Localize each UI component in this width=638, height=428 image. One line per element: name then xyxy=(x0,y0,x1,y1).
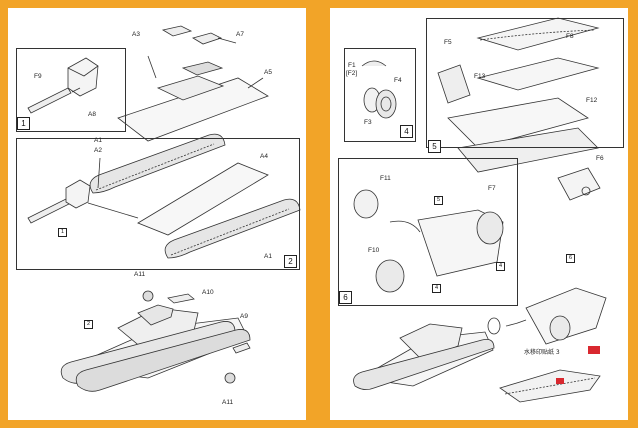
step7-ref-box: 6 xyxy=(566,254,575,263)
label-f9: F9 xyxy=(34,73,42,80)
label-a3: A3 xyxy=(132,31,140,38)
step6-ref-five: 5 xyxy=(434,196,443,205)
left-page-drawings xyxy=(27,25,301,392)
label-a4: A4 xyxy=(260,153,268,160)
left-instruction-page: 1 F9 A8 2 A3 A7 A5 A1 A2 A4 A1 1 A11 A10… xyxy=(8,8,306,420)
label-a9: A9 xyxy=(240,313,248,320)
label-a11-bottom: A11 xyxy=(222,399,234,406)
step6-frame xyxy=(338,158,518,306)
label-a1-top: A1 xyxy=(94,137,102,144)
label-f8: F8 xyxy=(566,33,574,40)
label-a5: A5 xyxy=(264,69,272,76)
decal-label: 水移印贴纸 3 xyxy=(524,349,560,356)
label-f2: [F2] xyxy=(346,70,358,77)
step4-drawing xyxy=(361,60,397,119)
label-f12: F12 xyxy=(586,97,598,104)
label-f13: F13 xyxy=(474,73,486,80)
step1-drawing xyxy=(27,57,99,114)
label-f6: F6 xyxy=(596,155,604,162)
step4-frame xyxy=(344,48,416,142)
label-f4: F4 xyxy=(394,77,402,84)
step1-frame xyxy=(16,48,126,132)
label-a1-bottom: A1 xyxy=(264,253,272,260)
watermark: онлайн xyxy=(506,400,563,417)
label-a7: A7 xyxy=(236,31,244,38)
label-f11: F11 xyxy=(380,175,391,182)
step6-number: 6 xyxy=(339,291,352,304)
step4-number: 4 xyxy=(400,125,413,138)
label-f5: F5 xyxy=(444,39,452,46)
step2-frame xyxy=(16,138,300,270)
label-f1: F1 xyxy=(348,62,356,69)
label-a11-top: A11 xyxy=(134,271,146,278)
decal-red-marker-small xyxy=(556,378,564,384)
step5-frame xyxy=(426,18,624,148)
step6-ref-four-b: 4 xyxy=(432,284,441,293)
label-f10: F10 xyxy=(368,247,380,254)
step2-drawing xyxy=(27,25,301,259)
step2-ref-box: 1 xyxy=(58,228,67,237)
step6-drawing xyxy=(353,189,504,293)
step7-drawing xyxy=(353,287,607,403)
decal-red-marker xyxy=(588,346,600,354)
right-instruction-page: 4 F1 [F2] F4 F3 5 F5 F8 F13 F12 F6 F7 6 … xyxy=(330,8,628,420)
label-a10: A10 xyxy=(202,289,214,296)
step3-ref-box: 2 xyxy=(84,320,93,329)
label-a8: A8 xyxy=(88,111,96,118)
step2-number: 2 xyxy=(284,255,297,268)
step5-number: 5 xyxy=(428,140,441,153)
step3-drawing xyxy=(60,290,251,392)
label-f3: F3 xyxy=(364,119,372,126)
step1-number: 1 xyxy=(17,117,30,130)
right-page-drawings xyxy=(353,17,607,403)
step5-drawing xyxy=(437,17,601,201)
step6-ref-four-a: 4 xyxy=(496,262,505,271)
label-a2: A2 xyxy=(94,147,102,154)
label-f7: F7 xyxy=(488,185,496,192)
